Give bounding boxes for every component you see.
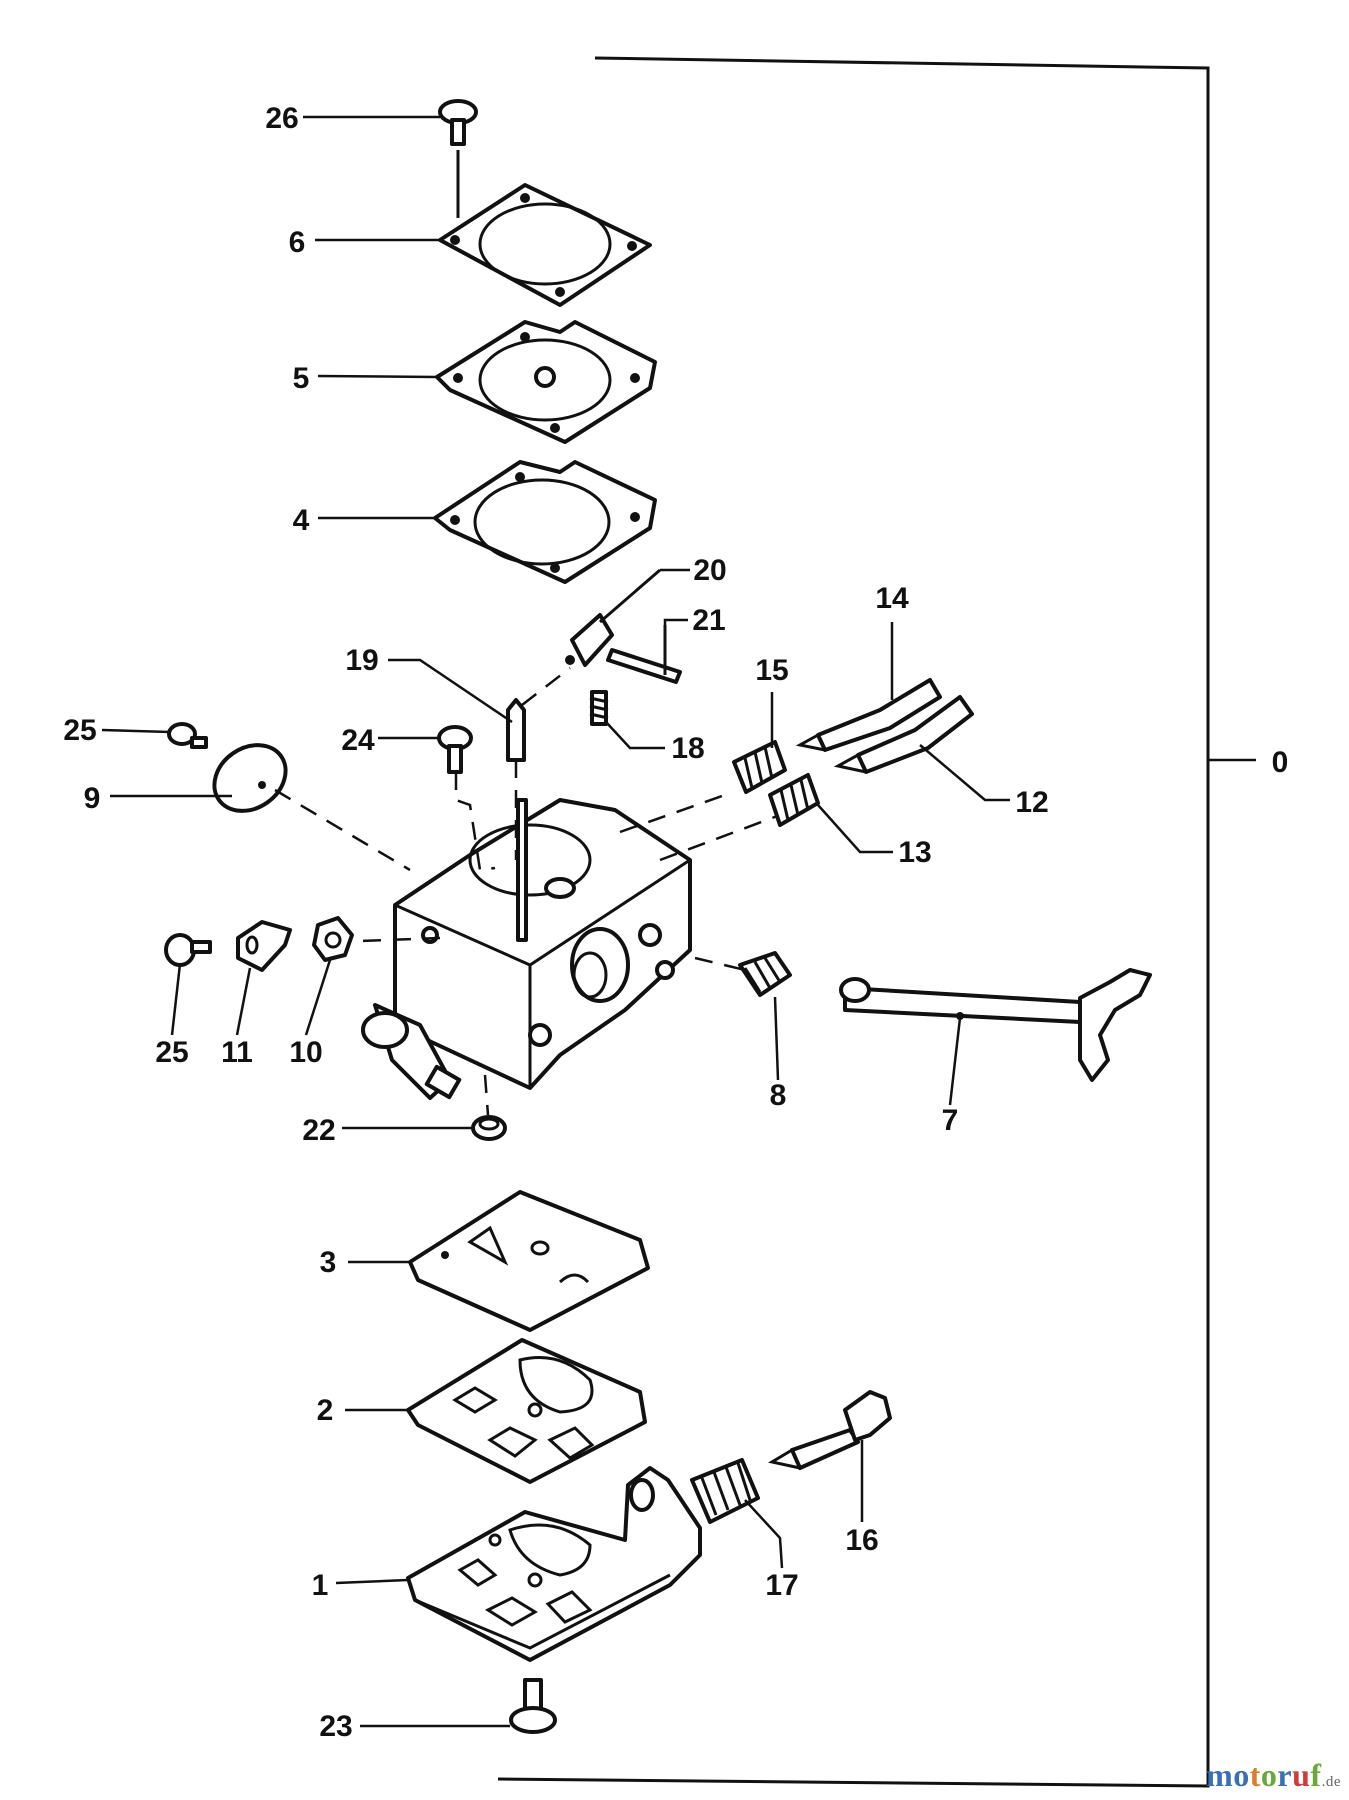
callout-part-5: 5 xyxy=(293,362,310,395)
part-4-gasket xyxy=(433,460,657,584)
callout-part-6: 6 xyxy=(289,226,306,259)
watermark-letter: t xyxy=(1249,1757,1261,1793)
watermark-suffix: .de xyxy=(1321,1774,1341,1790)
part-18-spring xyxy=(589,690,609,726)
part-3-plate xyxy=(408,1190,650,1332)
callout-part-4: 4 xyxy=(293,504,310,537)
part-14-needle xyxy=(795,678,942,752)
watermark-text: motoruf xyxy=(1206,1757,1321,1793)
part-5-diaphragm xyxy=(435,320,657,444)
leader-line-part-13 xyxy=(817,804,893,854)
callout-part-7: 7 xyxy=(942,1104,959,1137)
part-23-screw xyxy=(509,1678,557,1734)
callout-part-26: 26 xyxy=(265,102,298,135)
callout-part-10: 10 xyxy=(289,1036,322,1069)
watermark-letter: m xyxy=(1206,1757,1234,1793)
callout-part-22: 22 xyxy=(302,1114,335,1147)
callout-part-0: 0 xyxy=(1272,746,1289,779)
callout-part-25: 25 xyxy=(155,1036,188,1069)
part-13-spring xyxy=(768,773,820,827)
callout-part-24: 24 xyxy=(341,724,375,757)
leader-line-part-12 xyxy=(919,744,1010,802)
part-21-pin xyxy=(606,625,682,684)
part-10-nut xyxy=(312,916,354,962)
callout-part-16: 16 xyxy=(845,1524,878,1557)
leader-line-part-7 xyxy=(948,1017,962,1106)
callout-part-17: 17 xyxy=(765,1569,798,1602)
callout-part-11: 11 xyxy=(221,1036,253,1069)
part-2-gasket xyxy=(406,1338,647,1484)
callout-part-8: 8 xyxy=(770,1079,787,1112)
leader-line-part-21 xyxy=(663,618,688,630)
part-9-throttle-plate xyxy=(212,743,288,813)
callout-part-14: 14 xyxy=(875,582,909,615)
callout-part-3: 3 xyxy=(320,1246,337,1279)
leader-line-part-11 xyxy=(235,967,252,1036)
leader-line-part-8 xyxy=(773,996,780,1081)
leader-line-part-25 xyxy=(101,728,171,734)
part-20-needle-lever xyxy=(565,568,661,667)
leader-line-part-5 xyxy=(317,374,438,379)
callout-part-19: 19 xyxy=(345,644,378,677)
part-17-spring xyxy=(690,1458,760,1524)
callout-part-1: 1 xyxy=(312,1569,329,1602)
carburetor-body xyxy=(361,798,692,1100)
watermark-letter: u xyxy=(1292,1757,1311,1793)
callout-part-9: 9 xyxy=(84,782,101,815)
part-11-plate xyxy=(236,920,292,972)
part-8-spring xyxy=(738,951,792,997)
part-25-screw-upper xyxy=(167,722,208,749)
part-1-pump-body xyxy=(406,1466,702,1662)
callout-part-15: 15 xyxy=(755,654,788,687)
part-25-screw-lower xyxy=(164,933,212,967)
part-24-screw xyxy=(437,725,473,774)
part-26-screw xyxy=(438,99,478,218)
callout-part-20: 20 xyxy=(693,554,726,587)
callout-part-18: 18 xyxy=(671,732,704,765)
leader-line-part-1 xyxy=(335,1578,409,1585)
watermark-letter: o xyxy=(1260,1757,1278,1793)
watermark-letter: f xyxy=(1310,1757,1322,1793)
watermark-letter: r xyxy=(1277,1757,1293,1793)
callout-part-2: 2 xyxy=(317,1394,334,1427)
callout-part-23: 23 xyxy=(319,1710,352,1743)
callout-part-12: 12 xyxy=(1015,786,1048,819)
watermark-letter: o xyxy=(1233,1757,1250,1793)
part-12-needle xyxy=(833,695,974,774)
leader-line-part-17 xyxy=(744,1499,784,1569)
assembly-bracket xyxy=(497,56,1256,1788)
part-15-spring xyxy=(732,740,787,794)
leader-lines xyxy=(101,115,1010,1728)
leader-line-part-25 xyxy=(170,963,182,1036)
site-watermark: motoruf.de xyxy=(1206,1757,1341,1794)
leader-line-part-18 xyxy=(605,721,665,750)
callout-part-13: 13 xyxy=(898,836,931,869)
part-7-throttle-shaft xyxy=(839,968,1152,1082)
leader-line-part-19 xyxy=(388,658,513,724)
part-6-cover-plate xyxy=(438,183,652,307)
callout-part-25: 25 xyxy=(63,714,96,747)
part-22-plug xyxy=(471,1115,507,1141)
callout-part-21: 21 xyxy=(692,604,725,637)
leader-line-part-10 xyxy=(304,959,332,1036)
part-16-needle xyxy=(767,1390,892,1470)
part-19-inlet-needle xyxy=(506,698,526,762)
